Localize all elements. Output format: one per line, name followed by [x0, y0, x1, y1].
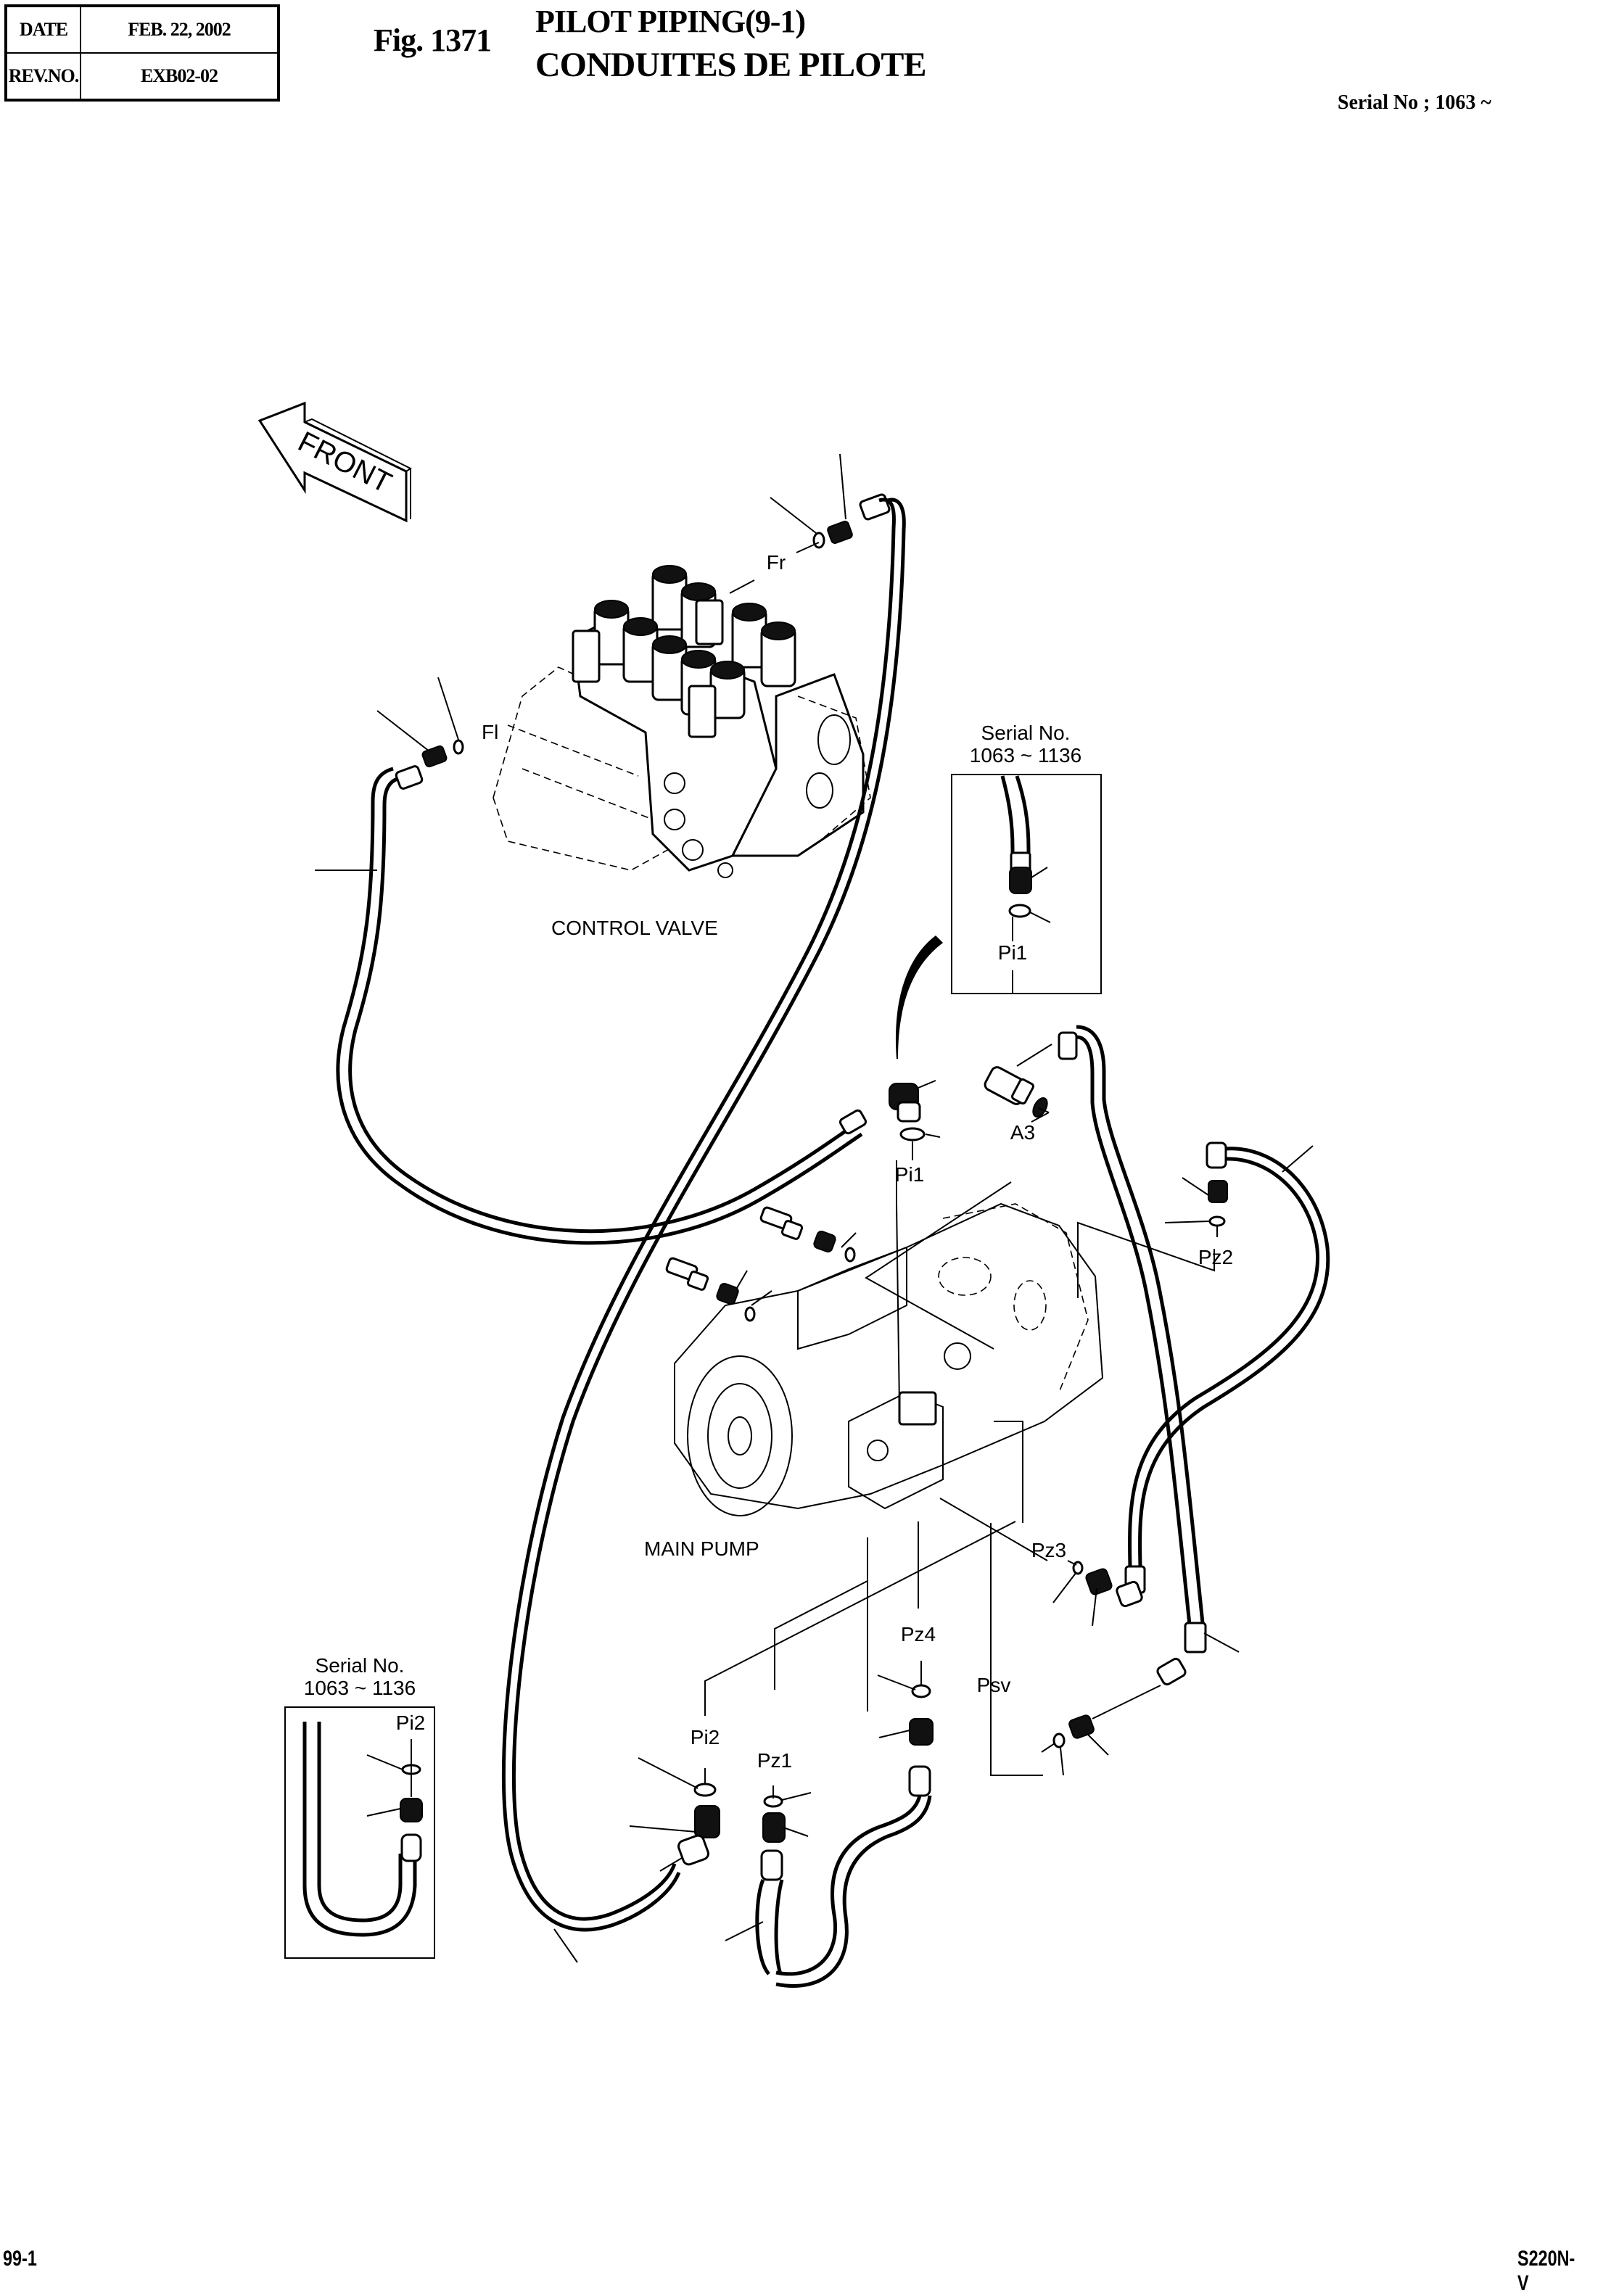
port-label-pz1: Pz1 — [757, 1749, 793, 1772]
title-english: PILOT PIPING(9-1) — [535, 4, 806, 39]
hose-a3-to-psv-outer — [1076, 1025, 1205, 1624]
inset2-serial-line1: Serial No. — [315, 1654, 405, 1677]
title-french: CONDUITES DE PILOTE — [535, 46, 926, 84]
hose-pz4-to-pz1-outer — [775, 1795, 932, 1988]
inset1-serial-line2: 1063 ~ 1136 — [969, 743, 1082, 767]
inset1-serial-line1: Serial No. — [981, 722, 1071, 744]
component-label-control-valve: CONTROL VALVE — [551, 917, 718, 939]
port-label-pi1: Pi1 — [894, 1163, 925, 1186]
pi2-port-fitting-icon — [629, 1757, 720, 1872]
hose-pz2-to-pz3 — [1138, 1147, 1330, 1567]
inset2-port-label-pi2: Pi2 — [395, 1711, 426, 1734]
hose-fr-to-pi2 — [511, 497, 906, 1921]
leader-psv — [990, 1523, 1043, 1776]
revision-label: REV.NO. — [5, 52, 81, 101]
page-number: 99-1 — [3, 2247, 37, 2271]
date-value: FEB. 22, 2002 — [80, 5, 279, 54]
leader-pz3 — [939, 1498, 1048, 1561]
hose-fr-to-pi2-outer — [501, 497, 896, 1932]
pz4-port-fitting-icon — [877, 1661, 934, 1797]
hose-pz1 — [755, 1879, 770, 1975]
port-label-fr: Fr — [766, 551, 786, 574]
fl-port-fitting-icon — [376, 677, 464, 790]
inset1-port-label-pi1: Pi1 — [997, 941, 1028, 964]
port-label-pz2: Pz2 — [1198, 1246, 1234, 1268]
main-pump-icon — [674, 1202, 1104, 1516]
figure-number: Fig. 1371 — [374, 22, 492, 58]
inset1-serial-title: Serial No. 1063 ~ 1136 — [970, 722, 1081, 767]
pz1-port-fitting-icon — [760, 1785, 812, 1881]
leader-psv-top — [994, 1421, 1023, 1523]
port-label-psv: Psv — [976, 1674, 1011, 1696]
port-label-fl: Fl — [482, 721, 499, 743]
leader-a3 — [865, 1181, 1012, 1350]
component-label-main-pump: MAIN PUMP — [644, 1537, 759, 1560]
hose-pz2-to-pz3-inner — [1128, 1157, 1320, 1567]
loose-fittings-icon — [665, 1206, 857, 1322]
hose-pz4-to-pz1 — [775, 1795, 922, 1976]
inset2-serial-line2: 1063 ~ 1136 — [303, 1676, 416, 1699]
pz2-port-fitting-icon — [1164, 1141, 1228, 1237]
inset-pi2-variant — [284, 1706, 435, 1959]
port-label-pi2: Pi2 — [690, 1726, 720, 1748]
a3-port-fitting-icon — [984, 1031, 1078, 1123]
pz3-port-fitting-icon — [1052, 1560, 1146, 1627]
serial-number-range: Serial No ; 1063 ~ — [1338, 91, 1492, 114]
revision-info-table: DATE FEB. 22, 2002 REV.NO. EXB02-02 — [4, 4, 280, 102]
hose-fl-to-pi1-outer — [336, 767, 863, 1245]
psv-port-fitting-icon — [1041, 1685, 1161, 1776]
hose-fl-to-pi1 — [348, 777, 857, 1234]
inset-pi1-variant — [951, 774, 1102, 994]
revision-value: EXB02-02 — [80, 52, 279, 101]
fr-port-fitting-icon — [729, 453, 891, 594]
pi1-port-fitting-icon — [889, 936, 943, 1160]
port-label-pz4: Pz4 — [900, 1623, 936, 1645]
hose-pz1-inner — [774, 1879, 784, 1975]
port-label-pz3: Pz3 — [1031, 1539, 1067, 1561]
port-label-a3: A3 — [1010, 1121, 1036, 1144]
front-arrow-icon: FRONT — [257, 401, 412, 523]
date-label: DATE — [5, 5, 81, 54]
inset2-serial-title: Serial No. 1063 ~ 1136 — [303, 1654, 416, 1700]
control-valve-icon — [493, 565, 871, 878]
leader-pi2 — [704, 1521, 1016, 1716]
leader-pz1 — [774, 1580, 868, 1690]
leader-pz2 — [1077, 1221, 1215, 1298]
leader-pi1 — [896, 1160, 900, 1408]
hose-a3-to-psv — [1076, 1035, 1192, 1625]
model-number: S220N-V — [1517, 2247, 1575, 2295]
